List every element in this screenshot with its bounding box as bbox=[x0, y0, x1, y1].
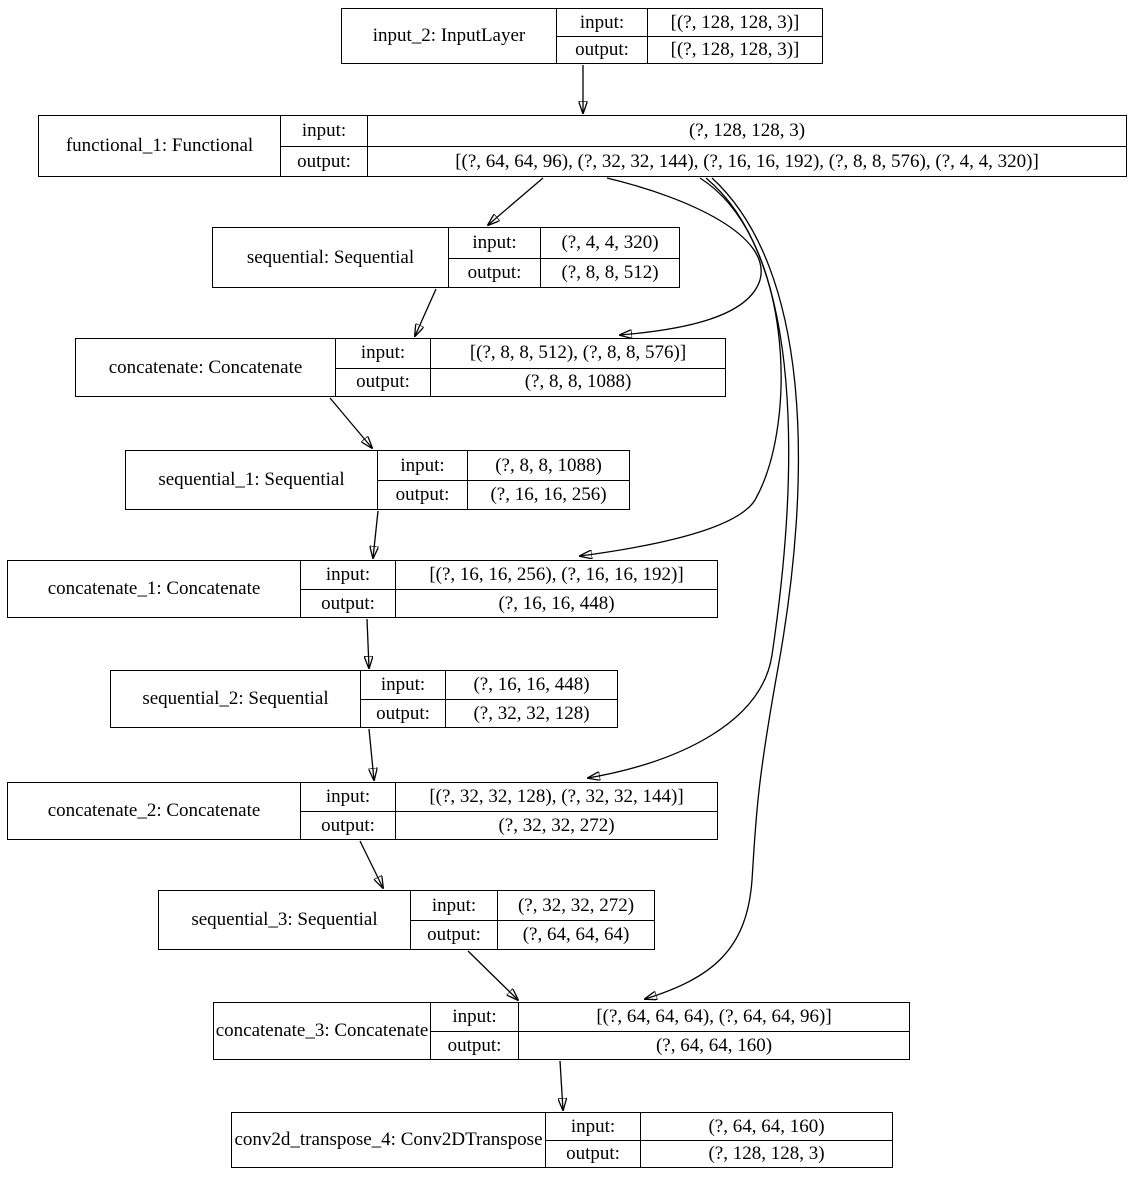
node-title: concatenate_2: Concatenate bbox=[8, 783, 301, 839]
edge-sequential-concatenate bbox=[415, 288, 437, 336]
output-label: output: bbox=[431, 1032, 519, 1059]
node-concatenate_3: concatenate_3: Concatenate input: [(?, 6… bbox=[213, 1002, 910, 1060]
edge-functional_1-concatenate_3 bbox=[645, 177, 800, 999]
input-value: (?, 64, 64, 160) bbox=[708, 1115, 825, 1137]
edge-concatenate-sequential_1 bbox=[329, 397, 372, 448]
input-value: (?, 32, 32, 272) bbox=[517, 894, 635, 916]
edge-sequential_3-concatenate_3 bbox=[467, 950, 518, 1000]
node-conv2d_transpose_4: conv2d_transpose_4: Conv2DTranspose inpu… bbox=[231, 1112, 893, 1168]
output-value: (?, 8, 8, 1088) bbox=[524, 371, 632, 393]
output-value: (?, 32, 32, 128) bbox=[473, 702, 590, 724]
node-concatenate: concatenate: Concatenate input: [(?, 8, … bbox=[75, 338, 726, 397]
node-sequential: sequential: Sequential input: (?, 4, 4, … bbox=[212, 227, 680, 288]
output-label: output: bbox=[281, 147, 368, 176]
edge-sequential_2-concatenate_2 bbox=[369, 728, 374, 780]
output-label: output: bbox=[449, 258, 541, 287]
output-label: output: bbox=[301, 812, 396, 839]
input-label: input: bbox=[301, 783, 396, 811]
output-label: output: bbox=[546, 1141, 641, 1167]
node-title: sequential: Sequential bbox=[213, 228, 449, 287]
output-label: output: bbox=[557, 37, 648, 63]
edge-functional_1-concatenate_2 bbox=[588, 177, 790, 778]
node-sequential_2: sequential_2: Sequential input: (?, 16, … bbox=[110, 670, 618, 728]
output-label: output: bbox=[411, 921, 498, 949]
input-label: input: bbox=[449, 228, 541, 258]
node-title: concatenate_3: Concatenate bbox=[214, 1003, 431, 1059]
node-functional_1: functional_1: Functional input: (?, 128,… bbox=[38, 115, 1127, 177]
output-value: (?, 32, 32, 272) bbox=[498, 814, 615, 836]
input-value: [(?, 8, 8, 512), (?, 8, 8, 576)] bbox=[469, 342, 687, 364]
node-title: concatenate: Concatenate bbox=[76, 339, 336, 396]
output-label: output: bbox=[301, 590, 396, 617]
input-label: input: bbox=[557, 9, 648, 36]
edge-concatenate_1-sequential_2 bbox=[367, 618, 369, 668]
output-value: (?, 16, 16, 256) bbox=[490, 484, 607, 505]
node-input_2: input_2: InputLayer input: [(?, 128, 128… bbox=[341, 8, 823, 64]
input-value: (?, 16, 16, 448) bbox=[473, 674, 590, 695]
output-value: [(?, 128, 128, 3)] bbox=[670, 39, 800, 60]
edge-sequential_1-concatenate_1 bbox=[373, 510, 378, 558]
output-value: (?, 8, 8, 512) bbox=[561, 261, 659, 283]
input-label: input: bbox=[336, 339, 431, 368]
output-label: output: bbox=[378, 481, 468, 509]
input-value: [(?, 64, 64, 64), (?, 64, 64, 96)] bbox=[596, 1006, 832, 1027]
node-title: sequential_3: Sequential bbox=[159, 891, 411, 949]
input-label: input: bbox=[301, 561, 396, 589]
output-value: (?, 16, 16, 448) bbox=[498, 592, 615, 614]
input-value: [(?, 32, 32, 128), (?, 32, 32, 144)] bbox=[429, 786, 684, 807]
edge-functional_1-sequential bbox=[488, 177, 544, 225]
output-value: (?, 64, 64, 64) bbox=[522, 924, 630, 945]
node-title: conv2d_transpose_4: Conv2DTranspose bbox=[232, 1113, 546, 1167]
input-label: input: bbox=[546, 1113, 641, 1140]
input-value: (?, 128, 128, 3) bbox=[688, 120, 806, 141]
output-value: [(?, 64, 64, 96), (?, 32, 32, 144), (?, … bbox=[455, 150, 1039, 172]
output-label: output: bbox=[336, 368, 431, 396]
node-title: concatenate_1: Concatenate bbox=[8, 561, 301, 617]
node-concatenate_2: concatenate_2: Concatenate input: [(?, 3… bbox=[7, 782, 718, 840]
node-title: functional_1: Functional bbox=[39, 116, 281, 176]
node-sequential_1: sequential_1: Sequential input: (?, 8, 8… bbox=[125, 450, 630, 510]
input-label: input: bbox=[281, 116, 368, 146]
input-label: input: bbox=[431, 1003, 519, 1031]
input-value: [(?, 128, 128, 3)] bbox=[670, 11, 800, 33]
input-label: input: bbox=[378, 451, 468, 480]
input-value: (?, 4, 4, 320) bbox=[561, 231, 659, 253]
output-value: (?, 64, 64, 160) bbox=[655, 1034, 773, 1056]
output-value: (?, 128, 128, 3) bbox=[708, 1143, 825, 1164]
input-label: input: bbox=[411, 891, 498, 920]
edge-concatenate_2-sequential_3 bbox=[359, 840, 383, 888]
input-value: [(?, 16, 16, 256), (?, 16, 16, 192)] bbox=[429, 564, 684, 585]
node-title: sequential_1: Sequential bbox=[126, 451, 378, 509]
input-label: input: bbox=[361, 671, 446, 699]
node-concatenate_1: concatenate_1: Concatenate input: [(?, 1… bbox=[7, 560, 718, 618]
node-title: input_2: InputLayer bbox=[342, 9, 557, 63]
edge-concatenate_3-conv2d_transpose_4 bbox=[560, 1060, 563, 1110]
node-title: sequential_2: Sequential bbox=[111, 671, 361, 727]
edge-functional_1-concatenate bbox=[606, 177, 762, 335]
output-label: output: bbox=[361, 700, 446, 727]
input-value: (?, 8, 8, 1088) bbox=[495, 454, 602, 476]
node-sequential_3: sequential_3: Sequential input: (?, 32, … bbox=[158, 890, 655, 950]
